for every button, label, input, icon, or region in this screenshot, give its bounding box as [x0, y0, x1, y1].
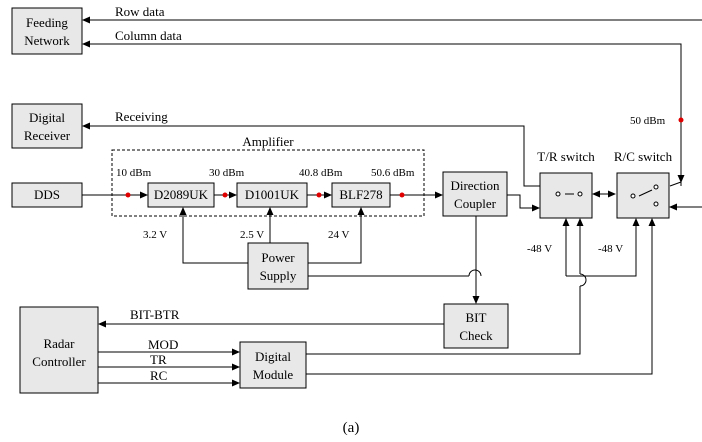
bit-btr-label: BIT-BTR	[130, 307, 180, 322]
p-408-label: 40.8 dBm	[299, 167, 343, 179]
dm-to-rc-line	[306, 218, 656, 375]
column-to-rc-stub	[669, 181, 682, 187]
rc-label: RC	[150, 368, 167, 383]
tr-switch-label: T/R switch	[537, 149, 595, 164]
v-25-label: 2.5 V	[240, 229, 264, 241]
power-dot-506	[399, 192, 405, 198]
power-supply-label-2: Supply	[260, 268, 297, 283]
amplifier-group	[111, 149, 425, 217]
direction-coupler-label-2: Coupler	[454, 196, 497, 211]
dds-block: DDS	[11, 182, 83, 208]
v-m48-a-label: -48 V	[527, 243, 552, 255]
ps-to-d2089-line	[179, 207, 248, 264]
feeding-network-label-2: Network	[24, 33, 70, 48]
digital-module-block: Digital Module	[239, 341, 307, 389]
power-dot-10	[125, 192, 131, 198]
blf278-label: BLF278	[339, 187, 382, 202]
v-m48-b-label: -48 V	[598, 243, 623, 255]
column-data-label: Column data	[115, 28, 182, 43]
direction-coupler-block: Direction Coupler	[442, 171, 508, 217]
power-dot-408	[316, 192, 322, 198]
figure-caption: (a)	[343, 420, 360, 436]
tr-label: TR	[150, 352, 167, 367]
digital-module-label-1: Digital	[255, 349, 291, 364]
p-506-label: 50.6 dBm	[371, 167, 415, 179]
mod-label: MOD	[148, 337, 178, 352]
crossover-hop-2	[579, 273, 587, 287]
coupler-to-tr-line	[507, 194, 540, 212]
p-10-label: 10 dBm	[116, 167, 152, 179]
power-dot-30	[222, 192, 228, 198]
radar-controller-label-2: Controller	[32, 354, 86, 369]
crossover-hop	[468, 269, 482, 277]
column-data-line	[82, 40, 682, 186]
digital-receiver-label-2: Receiver	[24, 128, 71, 143]
power-supply-block: Power Supply	[247, 242, 309, 290]
d2089uk-label: D2089UK	[154, 187, 209, 202]
digital-receiver-label-1: Digital	[29, 110, 65, 125]
rc-switch-block	[616, 172, 670, 219]
dm-to-tr-line	[306, 286, 581, 355]
dds-label: DDS	[34, 187, 60, 202]
bit-check-label-2: Check	[459, 328, 493, 343]
v-24-label: 24 V	[328, 229, 350, 241]
digital-module-label-2: Module	[253, 367, 294, 382]
digital-receiver-block: Digital Receiver	[11, 103, 83, 149]
d1001uk-label: D1001UK	[245, 187, 300, 202]
row-data-label: Row data	[115, 4, 165, 19]
v-32-label: 3.2 V	[143, 229, 167, 241]
ps-to-blf278-line	[308, 207, 365, 264]
bit-check-label-1: BIT	[466, 310, 487, 325]
tr-switch-block	[539, 172, 593, 219]
receiving-label: Receiving	[115, 109, 168, 124]
d2089uk-block: D2089UK	[147, 182, 215, 208]
radar-controller-label-1: Radar	[43, 336, 75, 351]
radar-controller-block: Radar Controller	[19, 306, 99, 394]
feeding-network-block: Feeding Network	[11, 7, 83, 55]
ps-to-rc-line	[566, 218, 640, 277]
blf278-block: BLF278	[331, 182, 391, 208]
receiving-line	[82, 122, 540, 187]
column-power-dot	[678, 117, 684, 123]
rc-switch-label: R/C switch	[614, 149, 673, 164]
amplifier-label: Amplifier	[242, 134, 294, 149]
power-supply-label-1: Power	[261, 250, 295, 265]
p-50-label: 50 dBm	[630, 115, 666, 127]
feeding-network-label-1: Feeding	[26, 15, 68, 30]
p-30-label: 30 dBm	[209, 167, 245, 179]
bit-check-block: BIT Check	[443, 303, 509, 349]
direction-coupler-label-1: Direction	[450, 178, 500, 193]
d1001uk-block: D1001UK	[236, 182, 308, 208]
